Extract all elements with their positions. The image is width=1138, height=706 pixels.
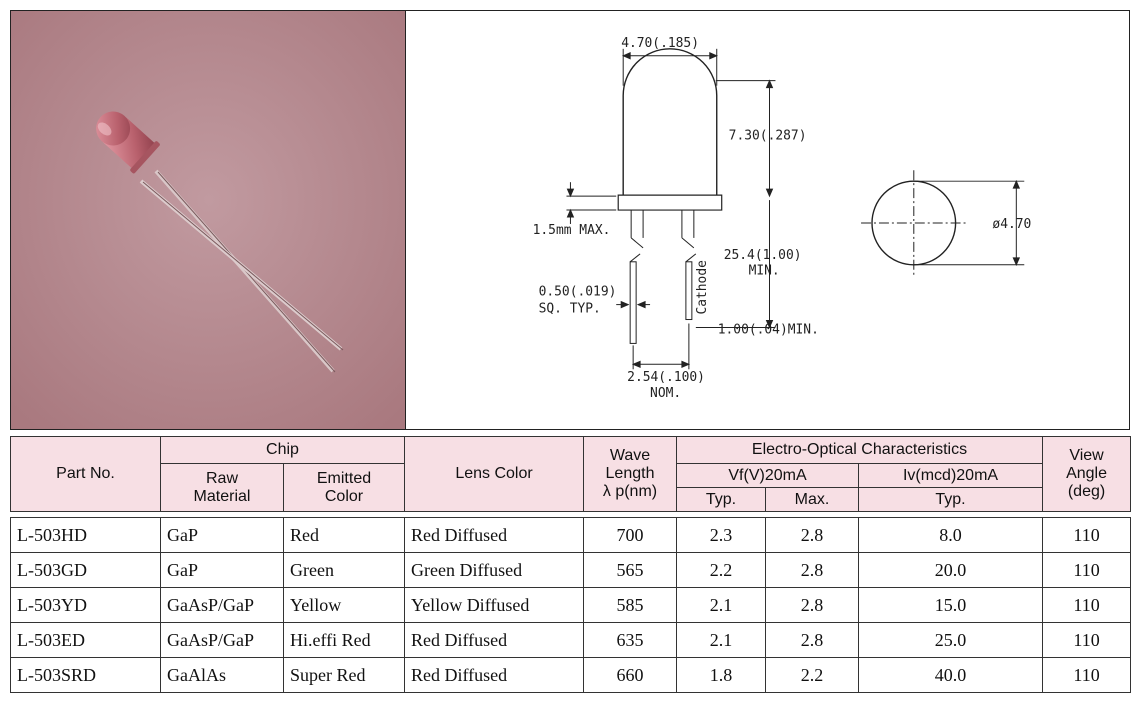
cell-emit: Yellow	[283, 587, 405, 623]
cell-lens: Red Diffused	[404, 657, 584, 693]
cell-raw: GaP	[160, 517, 284, 553]
cell-lens: Red Diffused	[404, 517, 584, 553]
cell-iv-typ: 25.0	[857, 622, 1044, 658]
table-row: L-503SRD GaAlAs Super Red Red Diffused 6…	[10, 657, 1132, 693]
cell-part: L-503SRD	[10, 657, 161, 693]
header-electro-optical: Electro-Optical Characteristics	[675, 436, 1044, 464]
cell-angle: 110	[1042, 657, 1132, 693]
cell-lens: Red Diffused	[404, 622, 584, 658]
cell-emit: Red	[283, 517, 405, 553]
dim-pitch-nom: NOM.	[650, 386, 681, 401]
led-outline-drawing: 4.70(.185) 7.30(.287) 1.5mm MAX. 25.4(1.…	[533, 36, 1032, 401]
cell-raw: GaAsP/GaP	[160, 587, 284, 623]
cell-vf-typ: 2.2	[676, 552, 766, 588]
cell-vf-typ: 2.3	[676, 517, 766, 553]
header-vf-typ: Typ.	[676, 487, 766, 512]
header-iv: Iv(mcd)20mA	[857, 463, 1044, 488]
dim-height: 7.30(.287)	[729, 128, 807, 143]
table-row: L-503GD GaP Green Green Diffused 565 2.2…	[10, 552, 1132, 588]
cell-vf-max: 2.8	[765, 622, 859, 658]
dim-pitch: 2.54(.100)	[627, 370, 705, 385]
cell-iv-typ: 20.0	[857, 552, 1044, 588]
cell-iv-typ: 15.0	[857, 587, 1044, 623]
table-row: L-503HD GaP Red Red Diffused 700 2.3 2.8…	[10, 517, 1132, 553]
cell-emit: Super Red	[283, 657, 405, 693]
cell-vf-max: 2.8	[765, 552, 859, 588]
header-chip: Chip	[160, 436, 405, 464]
spec-table: Part No. Chip Lens Color Wave Length λ p…	[10, 436, 1132, 693]
table-row: L-503ED GaAsP/GaP Hi.effi Red Red Diffus…	[10, 622, 1132, 658]
cell-vf-max: 2.8	[765, 587, 859, 623]
header-wave-length: Wave Length λ p(nm)	[583, 436, 677, 512]
cell-wave: 660	[583, 657, 677, 693]
cell-wave: 585	[583, 587, 677, 623]
cell-wave: 700	[583, 517, 677, 553]
cell-vf-max: 2.2	[765, 657, 859, 693]
cathode-label: Cathode	[695, 260, 710, 315]
cell-vf-max: 2.8	[765, 517, 859, 553]
cell-vf-typ: 2.1	[676, 622, 766, 658]
table-header: Part No. Chip Lens Color Wave Length λ p…	[10, 436, 1132, 512]
led-photo-illustration	[11, 11, 405, 429]
cell-lens: Green Diffused	[404, 552, 584, 588]
cell-part: L-503GD	[10, 552, 161, 588]
cell-angle: 110	[1042, 517, 1132, 553]
dim-flange: 1.5mm MAX.	[533, 223, 611, 238]
cell-wave: 565	[583, 552, 677, 588]
cell-part: L-503ED	[10, 622, 161, 658]
header-vf-max: Max.	[765, 487, 859, 512]
cell-part: L-503HD	[10, 517, 161, 553]
table-body: L-503HD GaP Red Red Diffused 700 2.3 2.8…	[10, 511, 1132, 693]
cell-angle: 110	[1042, 552, 1132, 588]
cell-emit: Hi.effi Red	[283, 622, 405, 658]
table-row: L-503YD GaAsP/GaP Yellow Yellow Diffused…	[10, 587, 1132, 623]
cell-lens: Yellow Diffused	[404, 587, 584, 623]
cell-iv-typ: 40.0	[857, 657, 1044, 693]
dim-lead-square: 0.50(.019)	[539, 285, 617, 300]
dim-lead-length-min: MIN.	[749, 264, 780, 279]
cell-emit: Green	[283, 552, 405, 588]
dim-lead-gap: 1.00(.04)MIN.	[718, 322, 819, 337]
header-vf: Vf(V)20mA	[676, 463, 859, 488]
header-iv-typ: Typ.	[857, 487, 1044, 512]
header-emitted-color: Emitted Color	[283, 463, 405, 512]
header-part-no: Part No.	[10, 436, 161, 512]
cell-raw: GaAlAs	[160, 657, 284, 693]
cell-part: L-503YD	[10, 587, 161, 623]
cell-angle: 110	[1042, 622, 1132, 658]
cell-vf-typ: 2.1	[676, 587, 766, 623]
cell-iv-typ: 8.0	[857, 517, 1044, 553]
product-photo	[10, 10, 406, 430]
cell-raw: GaAsP/GaP	[160, 622, 284, 658]
cell-wave: 635	[583, 622, 677, 658]
dim-lead-length: 25.4(1.00)	[724, 248, 802, 263]
header-lens-color: Lens Color	[404, 436, 584, 512]
dim-lead-square-typ: SQ. TYP.	[539, 302, 601, 317]
header-raw-material: Raw Material	[160, 463, 284, 512]
cell-raw: GaP	[160, 552, 284, 588]
dimension-drawing: 4.70(.185) 7.30(.287) 1.5mm MAX. 25.4(1.…	[406, 10, 1130, 430]
dim-width: 4.70(.185)	[621, 36, 699, 51]
cell-vf-typ: 1.8	[676, 657, 766, 693]
dim-diameter: ø4.70	[992, 217, 1031, 232]
cell-angle: 110	[1042, 587, 1132, 623]
header-view-angle: View Angle (deg)	[1042, 436, 1132, 512]
